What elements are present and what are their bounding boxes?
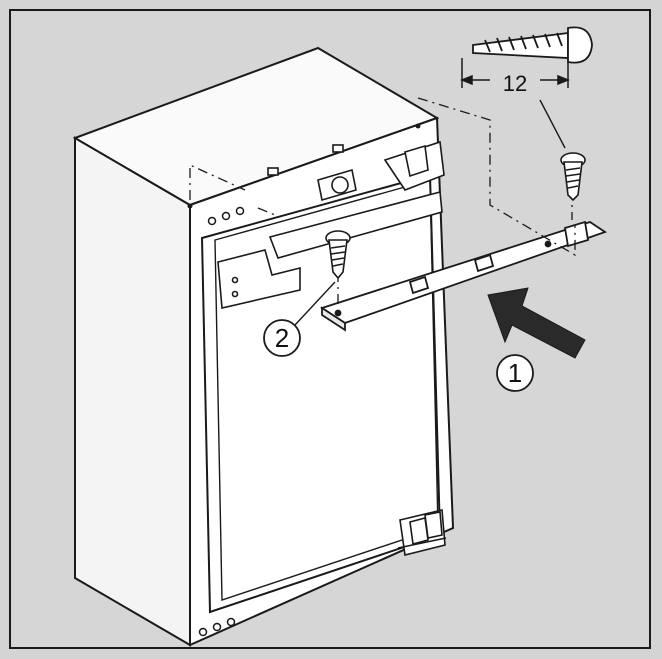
push-arrow-icon <box>487 287 586 359</box>
screw-icon-left <box>325 230 351 280</box>
callout-2-circle <box>263 319 301 357</box>
door-mounting-plate <box>217 190 443 309</box>
rail-bracket <box>319 220 608 332</box>
callout-1-label: 1 <box>508 358 522 388</box>
screw-icon-right <box>560 152 586 202</box>
dimension-label: 12 <box>503 71 527 96</box>
callout-2-label: 2 <box>275 323 289 353</box>
bottom-hinge <box>397 509 447 556</box>
mounting-holes-bottom <box>198 617 236 637</box>
cabinet-side-panel <box>74 136 191 647</box>
top-hinge-bracket <box>267 140 445 202</box>
mounting-holes-top <box>207 206 245 226</box>
dimension-marker <box>459 58 571 88</box>
screw-icon-large <box>472 26 593 64</box>
leader-line-dimension <box>539 99 566 149</box>
corner-dot <box>187 203 193 209</box>
callout-1-circle <box>496 354 534 392</box>
leader-line-callout-2 <box>294 281 336 326</box>
corner-dot-top <box>415 123 421 129</box>
